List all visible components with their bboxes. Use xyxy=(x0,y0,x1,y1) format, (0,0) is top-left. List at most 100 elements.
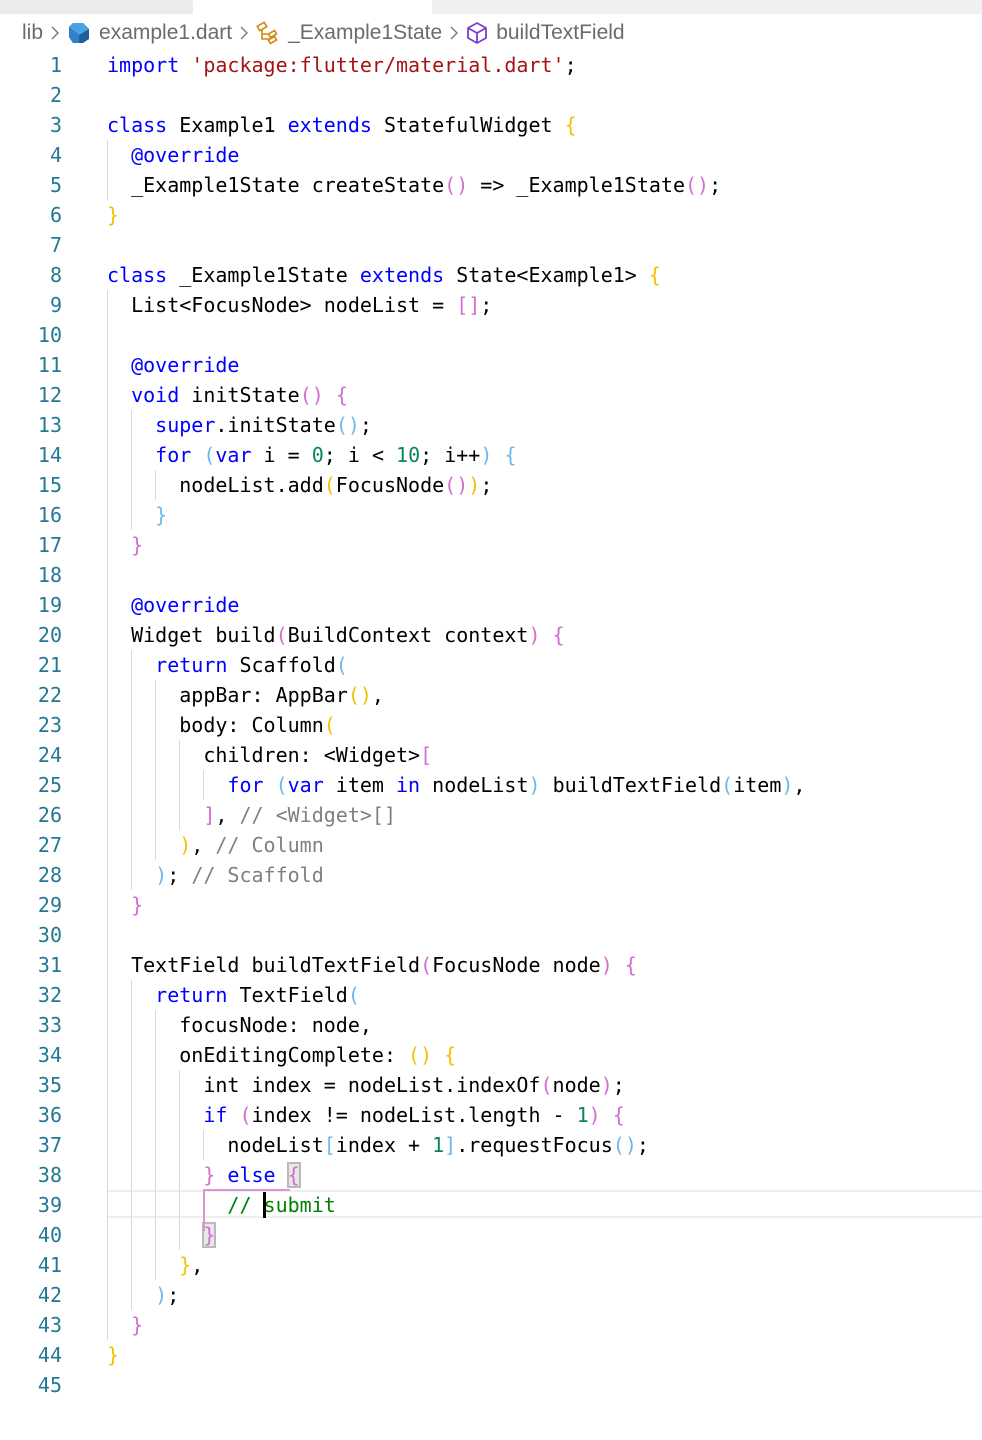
code-text[interactable]: } xyxy=(202,1222,217,1248)
code-text[interactable]: @override xyxy=(131,593,240,617)
code-line[interactable]: 3 class Example1 extends StatefulWidget { xyxy=(0,110,982,140)
code-text[interactable]: } xyxy=(155,503,168,527)
code-text[interactable]: ], // <Widget>[] xyxy=(203,803,397,827)
breadcrumb-item-method[interactable]: buildTextField xyxy=(466,21,625,45)
line-number: 19 xyxy=(37,593,62,617)
code-line[interactable]: 40 } xyxy=(0,1220,982,1250)
class-icon xyxy=(256,21,280,45)
code-line[interactable]: 24 children: <Widget>[ xyxy=(0,740,982,770)
code-text[interactable]: nodeList.add(FocusNode()); xyxy=(107,473,493,497)
code-text[interactable]: void initState() { xyxy=(131,383,348,407)
code-text[interactable]: return Scaffold( xyxy=(155,653,348,677)
code-text[interactable]: // submit xyxy=(227,1193,336,1217)
code-line[interactable]: 12 void initState() { xyxy=(0,380,982,410)
line-number: 43 xyxy=(37,1313,62,1337)
code-line[interactable]: 6} xyxy=(0,200,982,230)
code-text[interactable]: _Example1State createState() => _Example… xyxy=(107,173,722,197)
tab-strip xyxy=(0,0,982,14)
code-line[interactable]: 29 } xyxy=(0,890,982,920)
code-line[interactable]: 15 nodeList.add(FocusNode()); xyxy=(0,470,982,500)
code-line[interactable]: 37 nodeList[index + 1].requestFocus(); xyxy=(0,1130,982,1160)
code-text[interactable]: }, xyxy=(179,1253,204,1277)
code-text[interactable]: super.initState(); xyxy=(155,413,372,437)
code-text[interactable]: @override xyxy=(131,143,240,167)
code-text[interactable]: return TextField( xyxy=(155,983,360,1007)
code-line[interactable]: 9 List<FocusNode> nodeList = []; xyxy=(0,290,982,320)
code-line[interactable]: 25 for (var item in nodeList) buildTextF… xyxy=(0,770,982,800)
code-line[interactable]: 5 _Example1State createState() => _Examp… xyxy=(0,170,982,200)
code-line[interactable]: 4 @override xyxy=(0,140,982,170)
breadcrumb-item-class[interactable]: _Example1State xyxy=(256,21,442,45)
code-line[interactable]: 16 } xyxy=(0,500,982,530)
code-text[interactable]: Widget build(BuildContext context) { xyxy=(107,623,565,647)
code-text[interactable]: ); xyxy=(155,1283,180,1307)
code-text[interactable]: class _Example1State extends State<Examp… xyxy=(107,263,661,287)
code-line[interactable]: 13 super.initState(); xyxy=(0,410,982,440)
code-text[interactable]: children: <Widget>[ xyxy=(107,743,433,767)
code-text[interactable]: onEditingComplete: () { xyxy=(107,1043,457,1067)
code-line[interactable]: 23 body: Column( xyxy=(0,710,982,740)
code-text[interactable]: List<FocusNode> nodeList = []; xyxy=(107,293,493,317)
code-line[interactable]: 31 TextField buildTextField(FocusNode no… xyxy=(0,950,982,980)
code-line[interactable]: 35 int index = nodeList.indexOf(node); xyxy=(0,1070,982,1100)
line-number: 7 xyxy=(49,233,62,257)
code-line[interactable]: 30 xyxy=(0,920,982,950)
code-line[interactable]: 11 @override xyxy=(0,350,982,380)
code-text[interactable]: } xyxy=(107,1343,120,1367)
code-text[interactable]: } xyxy=(131,1313,144,1337)
code-line[interactable]: 18 xyxy=(0,560,982,590)
code-line[interactable]: 27 ), // Column xyxy=(0,830,982,860)
code-text[interactable]: } xyxy=(131,893,144,917)
code-text[interactable]: if (index != nodeList.length - 1) { xyxy=(203,1103,625,1127)
code-line[interactable]: 14 for (var i = 0; i < 10; i++) { xyxy=(0,440,982,470)
code-text[interactable]: for (var item in nodeList) buildTextFiel… xyxy=(227,773,806,797)
code-text[interactable]: } else { xyxy=(203,1162,301,1188)
code-line[interactable]: 39 // submit xyxy=(0,1190,982,1220)
code-text[interactable]: ); // Scaffold xyxy=(155,863,324,887)
line-number: 3 xyxy=(49,113,62,137)
code-line[interactable]: 21 return Scaffold( xyxy=(0,650,982,680)
code-text[interactable]: for (var i = 0; i < 10; i++) { xyxy=(155,443,517,467)
code-text[interactable]: class Example1 extends StatefulWidget { xyxy=(107,113,577,137)
code-line[interactable]: 43 } xyxy=(0,1310,982,1340)
code-line[interactable]: 32 return TextField( xyxy=(0,980,982,1010)
code-line[interactable]: 28 ); // Scaffold xyxy=(0,860,982,890)
code-line[interactable]: 33 focusNode: node, xyxy=(0,1010,982,1040)
code-line[interactable]: 22 appBar: AppBar(), xyxy=(0,680,982,710)
inactive-tab[interactable] xyxy=(0,0,193,14)
code-line[interactable]: 45 xyxy=(0,1370,982,1400)
code-text[interactable]: @override xyxy=(131,353,240,377)
code-line[interactable]: 20 Widget build(BuildContext context) { xyxy=(0,620,982,650)
code-line[interactable]: 42 ); xyxy=(0,1280,982,1310)
code-line[interactable]: 41 }, xyxy=(0,1250,982,1280)
breadcrumb-item-file[interactable]: example1.dart xyxy=(67,21,232,45)
code-line[interactable]: 38 } else { xyxy=(0,1160,982,1190)
code-text[interactable]: nodeList[index + 1].requestFocus(); xyxy=(107,1133,649,1157)
indent-guide xyxy=(131,410,133,530)
code-line[interactable]: 44} xyxy=(0,1340,982,1370)
code-line[interactable]: 36 if (index != nodeList.length - 1) { xyxy=(0,1100,982,1130)
code-text[interactable]: } xyxy=(107,203,120,227)
indent-guide xyxy=(107,140,108,200)
code-text[interactable]: appBar: AppBar(), xyxy=(107,683,384,707)
code-text[interactable]: ), // Column xyxy=(179,833,324,857)
breadcrumb-item-lib[interactable]: lib xyxy=(22,21,43,45)
line-number: 39 xyxy=(37,1193,62,1217)
code-line[interactable]: 10 xyxy=(0,320,982,350)
code-text[interactable]: body: Column( xyxy=(107,713,336,737)
code-text[interactable]: int index = nodeList.indexOf(node); xyxy=(107,1073,625,1097)
code-line[interactable]: 17 } xyxy=(0,530,982,560)
code-text[interactable]: import 'package:flutter/material.dart'; xyxy=(107,53,577,77)
code-line[interactable]: 26 ], // <Widget>[] xyxy=(0,800,982,830)
code-text[interactable]: TextField buildTextField(FocusNode node)… xyxy=(107,953,637,977)
bracket-pair-guide xyxy=(203,1189,206,1231)
code-text[interactable]: focusNode: node, xyxy=(107,1013,372,1037)
code-line[interactable]: 7 xyxy=(0,230,982,260)
code-text[interactable]: } xyxy=(131,533,144,557)
code-line[interactable]: 34 onEditingComplete: () { xyxy=(0,1040,982,1070)
code-line[interactable]: 19 @override xyxy=(0,590,982,620)
code-line[interactable]: 2 xyxy=(0,80,982,110)
